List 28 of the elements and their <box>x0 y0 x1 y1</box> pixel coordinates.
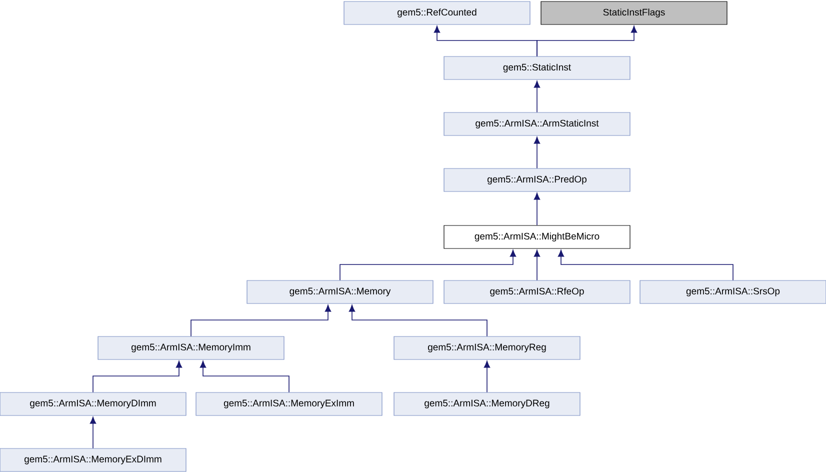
arrow <box>558 250 734 281</box>
arrow <box>484 360 490 393</box>
class-box: gem5::ArmISA::MemoryDImm <box>0 392 186 416</box>
class-box: gem5::ArmISA::ArmStaticInst <box>444 112 630 136</box>
arrow <box>534 136 540 169</box>
arrow <box>340 250 516 281</box>
class-box: gem5::ArmISA::MemoryImm <box>98 336 284 360</box>
arrow <box>534 192 540 226</box>
class-box: gem5::ArmISA::SrsOp <box>640 280 826 304</box>
arrow <box>536 26 638 57</box>
class-box: gem5::ArmISA::MightBeMicro <box>444 225 630 249</box>
arrow <box>90 416 96 449</box>
class-box: gem5::ArmISA::PredOp <box>444 168 630 192</box>
class-box: gem5::ArmISA::MemoryReg <box>394 336 580 360</box>
class-box: gem5::ArmISA::RfeOp <box>444 280 630 304</box>
class-box: StaticInstFlags <box>540 1 728 25</box>
class-box: gem5::ArmISA::Memory <box>246 280 434 304</box>
class-box: gem5::ArmISA::MemoryDReg <box>394 392 580 416</box>
arrow <box>92 360 182 393</box>
class-box: gem5::ArmISA::MemoryExImm <box>196 392 382 416</box>
class-box: gem5::StaticInst <box>444 56 630 80</box>
class-box: gem5::RefCounted <box>344 1 530 25</box>
arrow <box>348 304 488 337</box>
arrow <box>200 360 290 393</box>
arrow <box>534 250 540 281</box>
class-box: gem5::ArmISA::MemoryExDImm <box>0 448 186 472</box>
arrow <box>190 304 332 337</box>
arrow <box>534 80 540 113</box>
